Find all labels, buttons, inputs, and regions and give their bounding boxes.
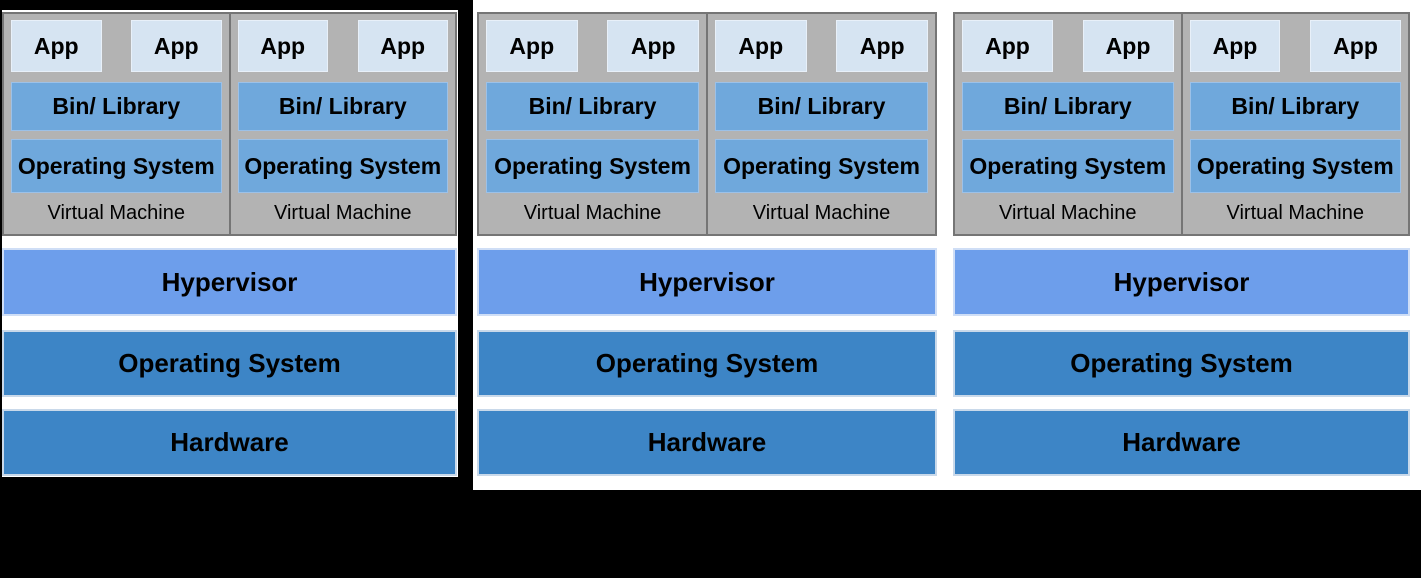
vm-caption: Virtual Machine <box>999 202 1137 224</box>
vm-row: App App Bin/ Library Operating System Vi… <box>2 12 457 236</box>
app-box: App <box>11 20 102 72</box>
vm-caption: Virtual Machine <box>1226 202 1364 224</box>
bin-library-bar: Bin/ Library <box>237 82 448 131</box>
host-os-layer: Operating System <box>2 330 457 397</box>
app-box: App <box>836 20 928 72</box>
bin-library-bar: Bin/ Library <box>1189 82 1401 131</box>
virtual-machine-box: App App Bin/ Library Operating System Vi… <box>953 12 1183 236</box>
guest-os-bar: Operating System <box>11 139 222 193</box>
vm-caption: Virtual Machine <box>752 202 891 224</box>
hardware-layer: Hardware <box>953 409 1410 476</box>
app-box: App <box>486 20 578 72</box>
virtual-machine-box: App App Bin/ Library Operating System Vi… <box>706 12 937 236</box>
app-box: App <box>1082 20 1174 72</box>
hardware-layer: Hardware <box>477 409 937 476</box>
virtual-machine-box: App App Bin/ Library Operating System Vi… <box>1180 12 1410 236</box>
hypervisor-stack-panel-1: App App Bin/ Library Operating System Vi… <box>2 0 457 578</box>
host-os-layer: Operating System <box>953 330 1410 397</box>
hypervisor-stack-panel-2: App App Bin/ Library Operating System Vi… <box>477 0 937 578</box>
app-box: App <box>607 20 699 72</box>
app-row: App App <box>11 20 222 72</box>
hardware-layer: Hardware <box>2 409 457 476</box>
vm-row: App App Bin/ Library Operating System Vi… <box>477 12 937 236</box>
hypervisor-stack-panel-3: App App Bin/ Library Operating System Vi… <box>953 0 1410 578</box>
vm-caption: Virtual Machine <box>47 202 185 224</box>
vm-caption: Virtual Machine <box>523 202 662 224</box>
bin-library-bar: Bin/ Library <box>962 82 1174 131</box>
virtual-machine-box: App App Bin/ Library Operating System Vi… <box>477 12 708 236</box>
app-box: App <box>715 20 807 72</box>
app-box: App <box>962 20 1053 72</box>
host-os-layer: Operating System <box>477 330 937 397</box>
hypervisor-layer: Hypervisor <box>477 248 937 316</box>
app-box: App <box>1310 20 1401 72</box>
hypervisor-layer: Hypervisor <box>953 248 1410 316</box>
guest-os-bar: Operating System <box>237 139 448 193</box>
vm-row: App App Bin/ Library Operating System Vi… <box>953 12 1410 236</box>
bin-library-bar: Bin/ Library <box>486 82 699 131</box>
bin-library-bar: Bin/ Library <box>715 82 928 131</box>
app-row: App App <box>486 20 699 72</box>
app-row: App App <box>237 20 448 72</box>
guest-os-bar: Operating System <box>486 139 699 193</box>
guest-os-bar: Operating System <box>715 139 928 193</box>
app-box: App <box>131 20 222 72</box>
app-box: App <box>357 20 448 72</box>
app-box: App <box>237 20 328 72</box>
virtual-machine-box: App App Bin/ Library Operating System Vi… <box>2 12 231 236</box>
guest-os-bar: Operating System <box>1189 139 1401 193</box>
guest-os-bar: Operating System <box>962 139 1174 193</box>
bin-library-bar: Bin/ Library <box>11 82 222 131</box>
app-row: App App <box>1189 20 1401 72</box>
hypervisor-layer: Hypervisor <box>2 248 457 316</box>
app-box: App <box>1189 20 1281 72</box>
app-row: App App <box>962 20 1174 72</box>
vm-caption: Virtual Machine <box>274 202 412 224</box>
virtual-machine-box: App App Bin/ Library Operating System Vi… <box>228 12 457 236</box>
app-row: App App <box>715 20 928 72</box>
